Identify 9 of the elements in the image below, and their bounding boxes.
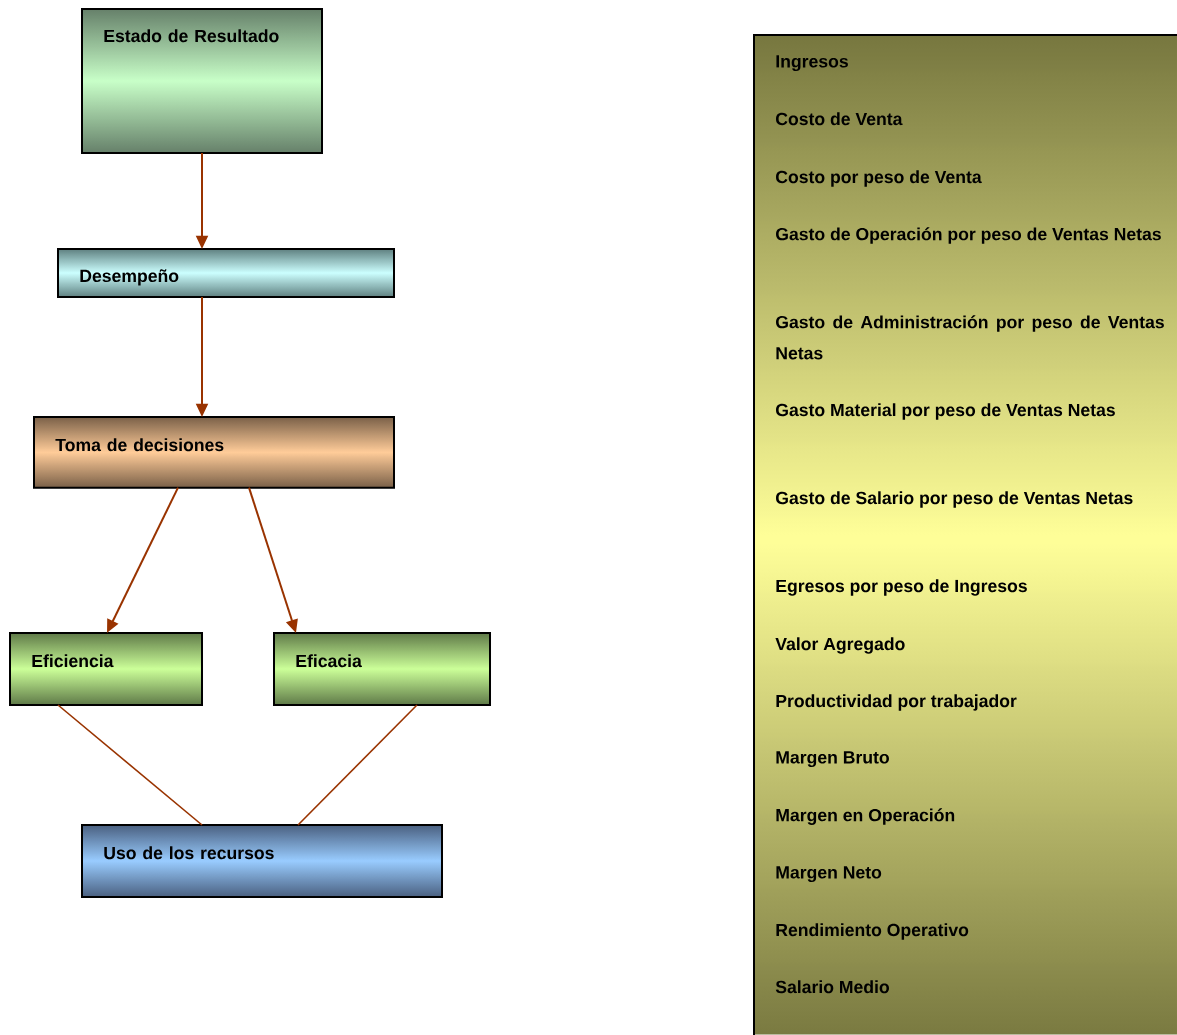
process-box: Eficiencia <box>9 632 203 706</box>
connector-line <box>57 704 203 826</box>
process-box: Toma de decisiones <box>33 416 395 489</box>
process-box: Eficacia <box>273 632 491 706</box>
process-box: Desempeño <box>57 248 395 298</box>
process-box: Estado de Resultado <box>81 8 323 154</box>
indicator-panel: Ingresos Costo de Venta Costo por peso de Venta Gasto de Operación por peso de Ventas Netas Gasto de Administración por peso de Ventas Netas Gasto Material por peso de Ventas Netas Gasto de Salario por peso de Ventas Netas Egresos por peso de Ingresos Valor Agregado Productividad por trabajador Margen Bruto Margen en Operación Margen Neto Rendimiento Operativo Salario Medio <box>753 34 1177 1035</box>
connector-line <box>297 704 418 826</box>
process-box: Uso de los recursos <box>81 824 443 898</box>
